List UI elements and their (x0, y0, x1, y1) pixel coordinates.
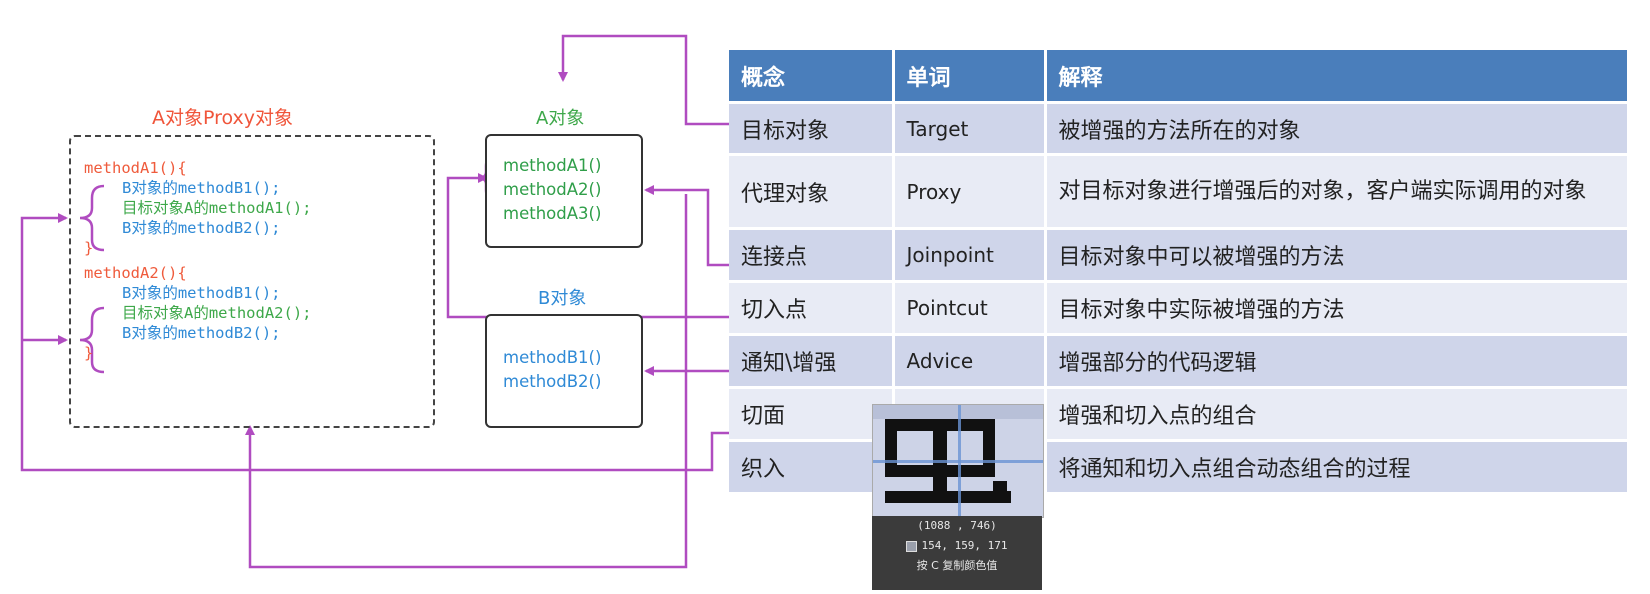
object-b-title: B对象 (538, 288, 587, 309)
row-concept: 代理对象 (729, 154, 895, 230)
arrow-weaving-to-proxy (245, 194, 688, 569)
object-a-box (485, 134, 643, 248)
methodA2-call-target: 目标对象A的methodA2(); (122, 304, 312, 322)
row-concept: 通知\增强 (729, 334, 895, 389)
object-a-method-3: methodA3() (503, 204, 602, 223)
methodA2-header: methodA2(){ (84, 264, 187, 282)
row-desc: 增强部分的代码逻辑 (1045, 334, 1630, 389)
header-explanation: 解释 (1045, 50, 1630, 104)
arrow-aspect-to-proxy (20, 213, 729, 472)
object-a-method-2: methodA2() (503, 180, 602, 199)
picker-coordinates: (1088 , 746) (917, 519, 997, 532)
row-word: Target (893, 102, 1047, 156)
color-picker-info: (1088 , 746) 154, 159, 171 按 C 复制颜色值 (872, 516, 1042, 590)
table-row: 切面 增强和切入点的组合 (729, 387, 1630, 442)
row-desc: 增强和切入点的组合 (1045, 387, 1630, 442)
proxy-title: A对象Proxy对象 (152, 107, 294, 129)
row-concept: 目标对象 (729, 102, 895, 156)
row-desc: 目标对象中可以被增强的方法 (1045, 228, 1630, 283)
brace-methodA2 (79, 306, 105, 374)
table-row: 织入 将通知和切入点组合动态组合的过程 (729, 440, 1630, 495)
table-row: 连接点 Joinpoint 目标对象中可以被增强的方法 (729, 228, 1630, 283)
header-word: 单词 (893, 50, 1047, 104)
aop-glossary-table: 概念 单词 解释 目标对象 Target 被增强的方法所在的对象 代理对象 Pr… (729, 50, 1630, 495)
magnified-glyph (873, 405, 1043, 517)
color-swatch (906, 540, 918, 552)
row-word: Advice (893, 334, 1047, 389)
methodA2-call-b2: B对象的methodB2(); (122, 324, 281, 342)
table-row: 代理对象 Proxy 对目标对象进行增强后的对象，客户端实际调用的对象 (729, 154, 1630, 230)
row-word: Joinpoint (893, 228, 1047, 283)
picker-rgb-row: 154, 159, 171 (872, 536, 1042, 556)
methodA1-call-b2: B对象的methodB2(); (122, 219, 281, 237)
row-word: Pointcut (893, 281, 1047, 336)
methodA2-close: } (84, 344, 94, 362)
brace-methodA1 (79, 184, 105, 252)
object-b-method-2: methodB2() (503, 372, 602, 391)
methodA2-call-b1: B对象的methodB1(); (122, 284, 281, 302)
picker-hint: 按 C 复制颜色值 (916, 559, 998, 572)
arrow-target-to-a (558, 34, 729, 126)
object-a-title: A对象 (536, 108, 585, 129)
row-desc: 目标对象中实际被增强的方法 (1045, 281, 1630, 336)
table-row: 通知\增强 Advice 增强部分的代码逻辑 (729, 334, 1630, 389)
picker-rgb: 154, 159, 171 (921, 539, 1008, 552)
methodA1-close: } (84, 239, 94, 257)
header-concept: 概念 (729, 50, 895, 104)
row-desc: 对目标对象进行增强后的对象，客户端实际调用的对象 (1045, 154, 1630, 230)
methodA1-call-target: 目标对象A的methodA1(); (122, 199, 312, 217)
methodA1-call-b1: B对象的methodB1(); (122, 179, 281, 197)
row-word: Proxy (893, 154, 1047, 230)
row-concept: 切入点 (729, 281, 895, 336)
color-picker-overlay: (1088 , 746) 154, 159, 171 按 C 复制颜色值 (872, 404, 1044, 590)
arrow-joinpoint-to-a-methods (644, 185, 729, 267)
row-concept: 切面 (729, 387, 895, 442)
row-concept: 连接点 (729, 228, 895, 283)
row-desc: 被增强的方法所在的对象 (1045, 102, 1630, 156)
methodA1-header: methodA1(){ (84, 159, 187, 177)
magnifier-preview (872, 404, 1044, 518)
proxy-box (69, 135, 435, 428)
object-b-box (485, 314, 643, 428)
object-a-method-1: methodA1() (503, 156, 602, 175)
table-row: 目标对象 Target 被增强的方法所在的对象 (729, 102, 1630, 156)
row-concept: 织入 (729, 440, 895, 495)
object-b-method-1: methodB1() (503, 348, 602, 367)
table-row: 切入点 Pointcut 目标对象中实际被增强的方法 (729, 281, 1630, 336)
row-desc: 将通知和切入点组合动态组合的过程 (1045, 440, 1630, 495)
